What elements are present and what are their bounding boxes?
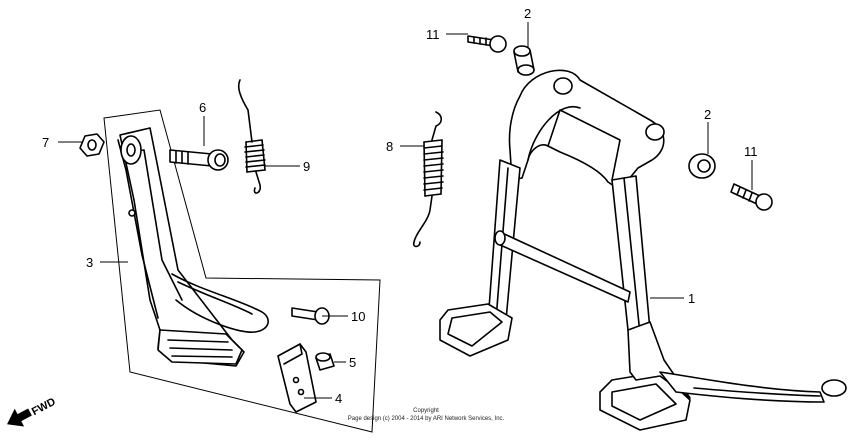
callout-6: 6 bbox=[199, 100, 206, 115]
nut-7[interactable] bbox=[79, 133, 105, 157]
callout-5: 5 bbox=[349, 355, 356, 370]
side-stand-group bbox=[103, 109, 381, 433]
fwd-label: FWD bbox=[30, 396, 58, 418]
callout-2-right: 2 bbox=[704, 107, 711, 122]
bolt-11-right[interactable] bbox=[730, 183, 773, 211]
callout-4: 4 bbox=[335, 391, 342, 406]
spring-8[interactable] bbox=[412, 111, 444, 248]
collar-2-top[interactable] bbox=[513, 45, 535, 76]
callout-10: 10 bbox=[351, 309, 365, 324]
spring-9[interactable] bbox=[237, 79, 266, 194]
arrow-left-icon bbox=[7, 408, 32, 427]
collar-5[interactable] bbox=[315, 352, 335, 371]
callout-11-top: 11 bbox=[426, 27, 440, 42]
callout-8: 8 bbox=[386, 139, 393, 154]
callout-2-top: 2 bbox=[524, 6, 531, 21]
callout-3: 3 bbox=[86, 255, 93, 270]
callout-1: 1 bbox=[688, 291, 695, 306]
bolt-11-top[interactable] bbox=[467, 35, 507, 53]
copyright-line-2: Page design (c) 2004 - 2014 by ARI Netwo… bbox=[348, 416, 505, 422]
leader-lines bbox=[58, 22, 753, 399]
bolt-10[interactable] bbox=[291, 307, 330, 325]
callout-7: 7 bbox=[42, 135, 49, 150]
copyright-line-1: Copyright bbox=[413, 408, 439, 414]
side-stand-boundary bbox=[103, 109, 381, 433]
bolt-6[interactable] bbox=[169, 149, 229, 171]
callout-11-right: 11 bbox=[744, 144, 758, 159]
copyright-footer: Copyright Page design (c) 2004 - 2014 by… bbox=[348, 408, 505, 422]
side-stand[interactable] bbox=[117, 127, 269, 367]
collar-2-right[interactable] bbox=[688, 153, 716, 179]
rubber-block-4[interactable] bbox=[277, 343, 317, 413]
callout-9: 9 bbox=[303, 159, 310, 174]
main-stand[interactable] bbox=[439, 69, 847, 431]
forward-direction-indicator: FWD bbox=[7, 396, 58, 427]
callouts: 7 6 9 3 10 5 4 8 11 2 2 11 1 bbox=[42, 6, 758, 406]
